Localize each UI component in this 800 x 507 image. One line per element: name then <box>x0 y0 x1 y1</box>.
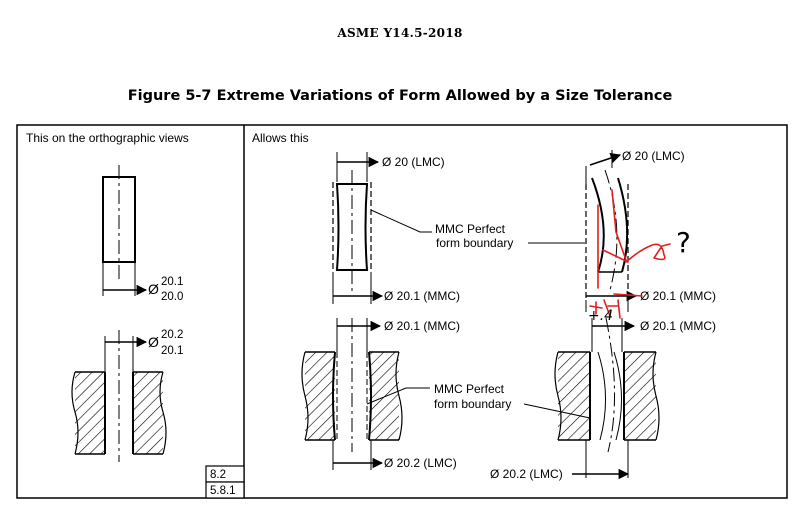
pin-bent-lmc-label: Ø 20 (LMC) <box>622 149 685 163</box>
reference-box <box>205 465 245 499</box>
hole-mmc-view <box>301 318 430 470</box>
hole-bent-view <box>554 317 660 480</box>
pin-bent-view <box>585 150 638 312</box>
pin-orthographic <box>102 165 148 296</box>
hole-bent-mmc-label: Ø 20.1 (MMC) <box>640 319 716 333</box>
pin-tol-upper: 20.1 <box>161 276 183 288</box>
dia-symbol-pin: Ø <box>148 281 159 297</box>
left-panel-caption: This on the orthographic views <box>26 131 189 145</box>
mmc-boundary-hole-line2: form boundary <box>434 397 511 411</box>
hole-lmc-label: Ø 20.2 (LMC) <box>384 456 457 470</box>
pin-lmc-label: Ø 20 (LMC) <box>382 155 445 169</box>
panel-frame <box>16 124 788 499</box>
hole-bent-lmc-label: Ø 20.2 (LMC) <box>490 467 563 481</box>
hole-orthographic <box>71 330 167 462</box>
mmc-boundary-pin-line2: form boundary <box>436 236 513 250</box>
hole-tol-upper: 20.2 <box>161 329 183 341</box>
mmc-boundary-pin-line1: MMC Perfect <box>435 222 506 236</box>
handwritten-markup <box>589 189 671 319</box>
hole-mmc-label: Ø 20.1 (MMC) <box>384 319 460 333</box>
pin-tol-lower: 20.0 <box>161 291 183 303</box>
handwritten-note: +.4 <box>588 308 613 324</box>
document-header: ASME Y14.5-2018 <box>337 26 463 40</box>
hole-tol-lower: 20.1 <box>161 345 183 357</box>
pin-bent-mmc-label: Ø 20.1 (MMC) <box>640 289 716 303</box>
question-mark: ? <box>676 226 691 259</box>
dia-symbol-hole: Ø <box>148 334 159 350</box>
reference-1: 8.2 <box>210 469 226 481</box>
right-panel-caption: Allows this <box>252 131 309 145</box>
pin-lmc-view <box>332 152 432 304</box>
mmc-boundary-hole-line1: MMC Perfect <box>434 382 505 396</box>
pin-mmc-label: Ø 20.1 (MMC) <box>384 289 460 303</box>
figure-title: Figure 5-7 Extreme Variations of Form Al… <box>127 88 673 104</box>
reference-2: 5.8.1 <box>210 485 236 497</box>
